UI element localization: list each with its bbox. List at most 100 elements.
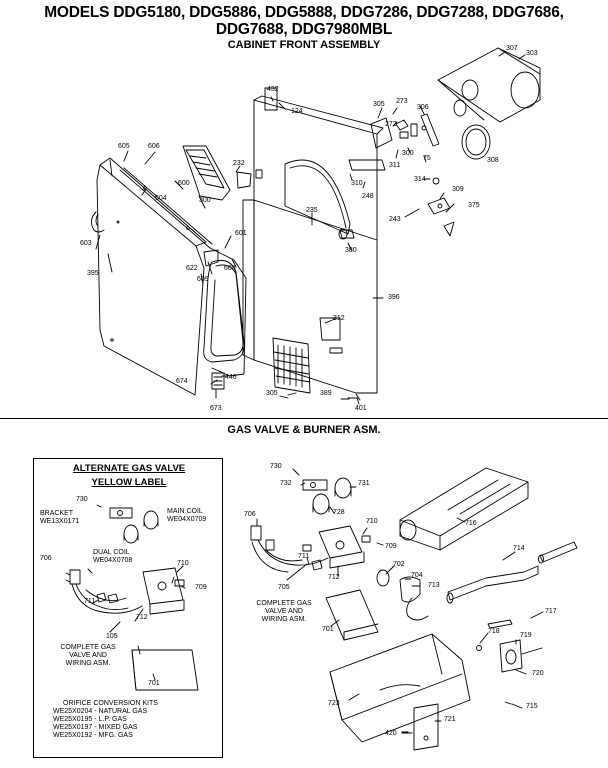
callout-432: 432 [267, 86, 279, 93]
callout-605: 605 [118, 143, 130, 150]
callout-alt-712: 712 [136, 614, 148, 621]
callout-312: 312 [333, 315, 345, 322]
callout-609: 609 [197, 276, 209, 283]
drum-bearing [338, 228, 355, 240]
callout-273: 273 [396, 98, 408, 105]
filter-clip [236, 171, 252, 189]
callout-75: 75 [423, 155, 431, 162]
callout-272: 272 [385, 121, 397, 128]
callout-712: 712 [328, 574, 340, 581]
alt-box-subtitle: YELLOW LABEL [91, 477, 167, 488]
exhaust-duct [437, 47, 541, 123]
callout-719: 719 [520, 632, 532, 639]
callout-706: 706 [244, 511, 256, 518]
callout-248: 248 [362, 193, 374, 200]
burner-assembly [250, 467, 578, 751]
alternate-gas-valve-box: ALTERNATE GAS VALVE YELLOW LABEL [33, 458, 223, 758]
callout-709: 709 [385, 543, 397, 550]
callout-714: 714 [513, 545, 525, 552]
callout-308: 308 [487, 157, 499, 164]
callout-alt-711: 711 [84, 598, 96, 605]
callout-alt-710: 710 [177, 560, 189, 567]
callout-309: 309 [452, 186, 464, 193]
callout-715: 715 [526, 703, 538, 710]
callout-395: 395 [87, 270, 99, 277]
callout-446: 446 [225, 374, 237, 381]
callout-674: 674 [176, 378, 188, 385]
door-gasket [119, 167, 247, 377]
callout-723: 723 [328, 700, 340, 707]
callout-704: 704 [411, 572, 423, 579]
callout-701: 701 [322, 626, 334, 633]
callout-300-small: 300 [402, 150, 414, 157]
callout-305: 305 [373, 101, 385, 108]
callout-731: 731 [358, 480, 370, 487]
callout-243: 243 [389, 216, 401, 223]
callout-713: 713 [428, 582, 440, 589]
callout-673: 673 [210, 405, 222, 412]
callout-396: 396 [388, 294, 400, 301]
callout-622: 622 [186, 265, 198, 272]
callout-732: 732 [280, 480, 292, 487]
callout-606: 606 [148, 143, 160, 150]
callout-608: 608 [224, 265, 236, 272]
alt-box-title: ALTERNATE GAS VALVE [72, 463, 186, 474]
callout-711: 711 [298, 553, 310, 560]
callout-303: 303 [526, 50, 538, 57]
thermostat [427, 177, 455, 237]
callout-306: 306 [417, 104, 429, 111]
door-seal [203, 259, 245, 363]
callout-alt-105: 105 [106, 633, 118, 640]
cabinet-front-panel [242, 87, 384, 394]
callout-314: 314 [414, 176, 426, 183]
latch-part [203, 249, 219, 267]
callout-420: 420 [385, 730, 397, 737]
section-title-cabinet-front: CABINET FRONT ASSEMBLY [227, 39, 381, 51]
callout-728: 728 [333, 509, 345, 516]
callout-380: 380 [345, 247, 357, 254]
section-divider [0, 418, 608, 419]
callout-601: 601 [235, 230, 247, 237]
hinge-part [91, 211, 105, 233]
callout-300: 300 [199, 197, 211, 204]
switch-bracket [348, 159, 386, 171]
callout-310: 310 [351, 180, 363, 187]
callout-716: 716 [465, 520, 477, 527]
orifice-kits-list: ORIFICE CONVERSION KITS WE25X0204 - NATU… [53, 700, 158, 739]
callout-730: 730 [270, 463, 282, 470]
callout-720: 720 [532, 670, 544, 677]
callout-600: 600 [178, 180, 190, 187]
callout-307: 307 [506, 45, 518, 52]
callout-375: 375 [468, 202, 480, 209]
seal-ring [461, 124, 491, 160]
callout-717: 717 [545, 608, 557, 615]
callout-alt-701: 701 [148, 680, 160, 687]
latch-strike [211, 372, 225, 390]
callout-705: 705 [278, 584, 290, 591]
callout-alt-730: 730 [76, 496, 88, 503]
lint-filter [182, 145, 231, 201]
callout-389: 389 [320, 390, 332, 397]
switch-housing [370, 117, 393, 149]
callout-718: 718 [488, 628, 500, 635]
bracket [319, 317, 341, 341]
callout-124: 124 [291, 108, 303, 115]
callout-alt-709: 709 [195, 584, 207, 591]
callout-401: 401 [355, 405, 367, 412]
callout-305-lower: 305 [266, 390, 278, 397]
callout-702: 702 [393, 561, 405, 568]
section-title-gas-valve: GAS VALVE & BURNER ASM. [227, 424, 381, 436]
door-panel [96, 157, 207, 396]
callout-721: 721 [444, 716, 456, 723]
callout-232: 232 [233, 160, 245, 167]
alt-valve-parts [65, 504, 199, 691]
callout-235: 235 [306, 207, 318, 214]
callout-311: 311 [389, 162, 401, 169]
callout-710: 710 [366, 518, 378, 525]
